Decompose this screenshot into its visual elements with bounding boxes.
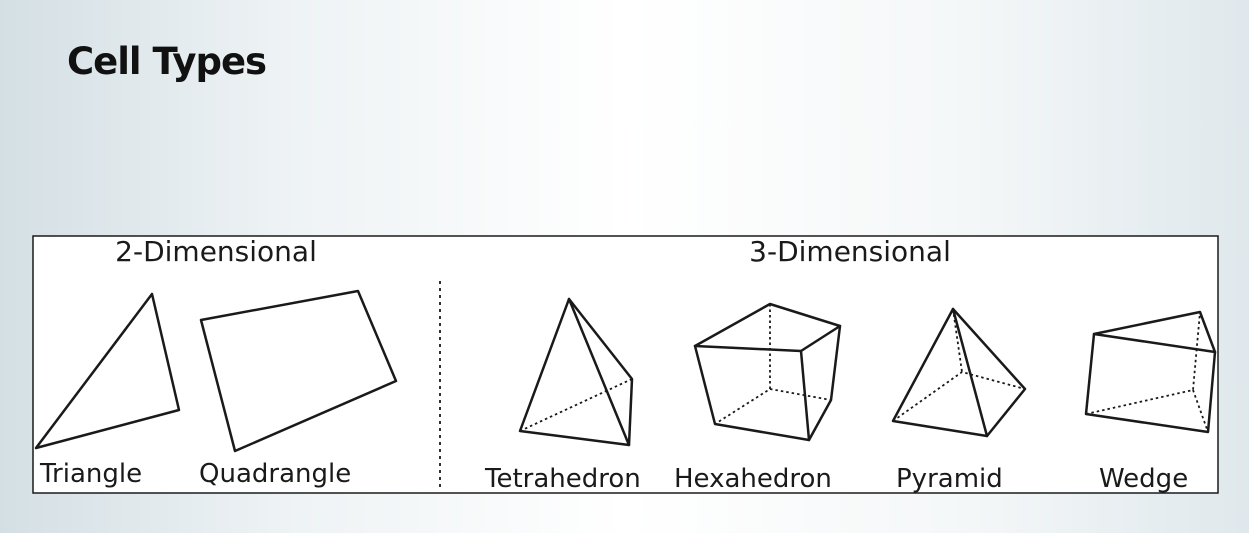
- hexahedron-label: Hexahedron: [674, 464, 832, 494]
- triangle-shape: [34, 292, 181, 450]
- pyramid-label: Pyramid: [896, 464, 1003, 494]
- wedge-shape: [1084, 310, 1217, 434]
- quadrangle-shape: [199, 289, 398, 453]
- triangle-label: Triangle: [39, 459, 142, 489]
- section-title-3d: 3-Dimensional: [749, 235, 951, 268]
- tetrahedron-shape: [518, 297, 634, 447]
- tetrahedron-label: Tetrahedron: [484, 464, 641, 494]
- slide-title: Cell Types: [67, 40, 267, 83]
- pyramid-shape: [891, 307, 1027, 438]
- hexahedron-shape: [693, 302, 842, 442]
- wedge-label: Wedge: [1099, 464, 1188, 494]
- diagram-frame: [32, 235, 1219, 494]
- quadrangle-label: Quadrangle: [199, 459, 351, 489]
- section-title-2d: 2-Dimensional: [115, 235, 317, 268]
